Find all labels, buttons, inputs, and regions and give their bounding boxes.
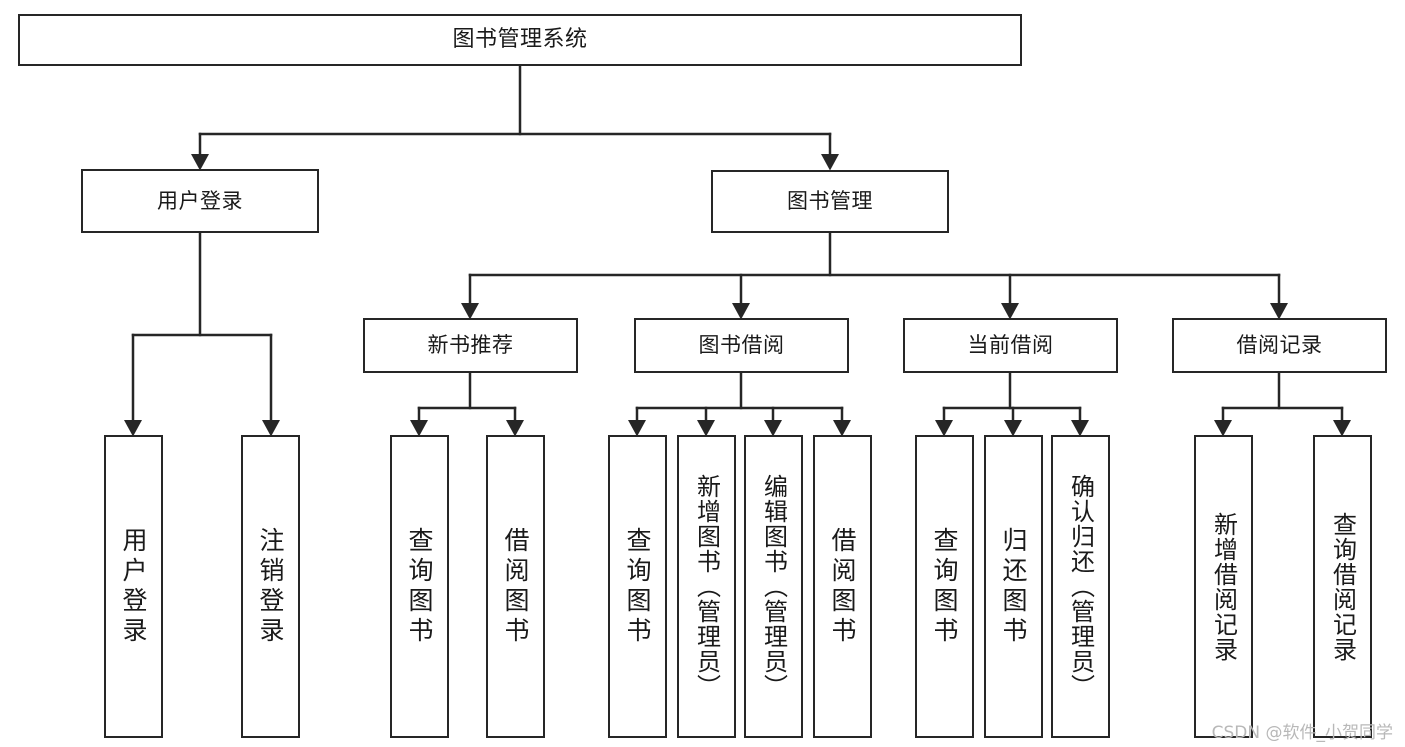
node-leaf-query-book-2[interactable]: 查询图书: [608, 435, 667, 738]
node-leaf-borrow-book-1-label: 借阅图书: [501, 526, 530, 647]
node-leaf-return-book[interactable]: 归还图书: [984, 435, 1043, 738]
node-leaf-query-book-3[interactable]: 查询图书: [915, 435, 974, 738]
node-leaf-add-book-admin[interactable]: 新增图书（管理员）: [677, 435, 736, 738]
node-current-borrow[interactable]: 当前借阅: [903, 318, 1118, 373]
node-book-borrow[interactable]: 图书借阅: [634, 318, 849, 373]
node-leaf-confirm-return-admin-label: 确认归还（管理员）: [1066, 474, 1095, 699]
node-current-borrow-label: 当前借阅: [967, 333, 1054, 358]
watermark-text: CSDN @软件_小贺同学: [1211, 723, 1393, 743]
node-root-label: 图书管理系统: [452, 27, 588, 53]
node-leaf-query-book-3-label: 查询图书: [930, 526, 959, 647]
node-leaf-query-book-2-label: 查询图书: [623, 526, 652, 647]
node-new-book-recommend[interactable]: 新书推荐: [363, 318, 578, 373]
node-root[interactable]: 图书管理系统: [18, 14, 1022, 66]
node-leaf-query-book-1-label: 查询图书: [405, 526, 434, 647]
node-leaf-user-login[interactable]: 用户登录: [104, 435, 163, 738]
node-leaf-borrow-book-1[interactable]: 借阅图书: [486, 435, 545, 738]
node-book-management[interactable]: 图书管理: [711, 170, 949, 233]
node-leaf-logout-login-label: 注销登录: [256, 526, 285, 647]
node-leaf-add-borrow-record-label: 新增借阅记录: [1209, 511, 1238, 662]
node-borrow-record[interactable]: 借阅记录: [1172, 318, 1387, 373]
node-user-login-label: 用户登录: [157, 188, 243, 213]
node-leaf-confirm-return-admin[interactable]: 确认归还（管理员）: [1051, 435, 1110, 738]
node-borrow-record-label: 借阅记录: [1236, 333, 1323, 358]
node-leaf-query-book-1[interactable]: 查询图书: [390, 435, 449, 738]
node-leaf-logout-login[interactable]: 注销登录: [241, 435, 300, 738]
node-leaf-edit-book-admin-label: 编辑图书（管理员）: [759, 474, 788, 699]
node-book-management-label: 图书管理: [787, 189, 873, 214]
node-leaf-add-book-admin-label: 新增图书（管理员）: [692, 474, 721, 699]
node-book-borrow-label: 图书借阅: [698, 333, 785, 358]
node-leaf-user-login-label: 用户登录: [119, 526, 148, 647]
node-leaf-borrow-book-2-label: 借阅图书: [828, 526, 857, 647]
node-user-login[interactable]: 用户登录: [81, 169, 319, 233]
node-leaf-query-borrow-record[interactable]: 查询借阅记录: [1313, 435, 1372, 738]
node-leaf-query-borrow-record-label: 查询借阅记录: [1328, 511, 1357, 662]
node-leaf-edit-book-admin[interactable]: 编辑图书（管理员）: [744, 435, 803, 738]
node-leaf-borrow-book-2[interactable]: 借阅图书: [813, 435, 872, 738]
node-leaf-return-book-label: 归还图书: [999, 526, 1028, 647]
node-new-book-recommend-label: 新书推荐: [427, 333, 514, 358]
node-leaf-add-borrow-record[interactable]: 新增借阅记录: [1194, 435, 1253, 738]
